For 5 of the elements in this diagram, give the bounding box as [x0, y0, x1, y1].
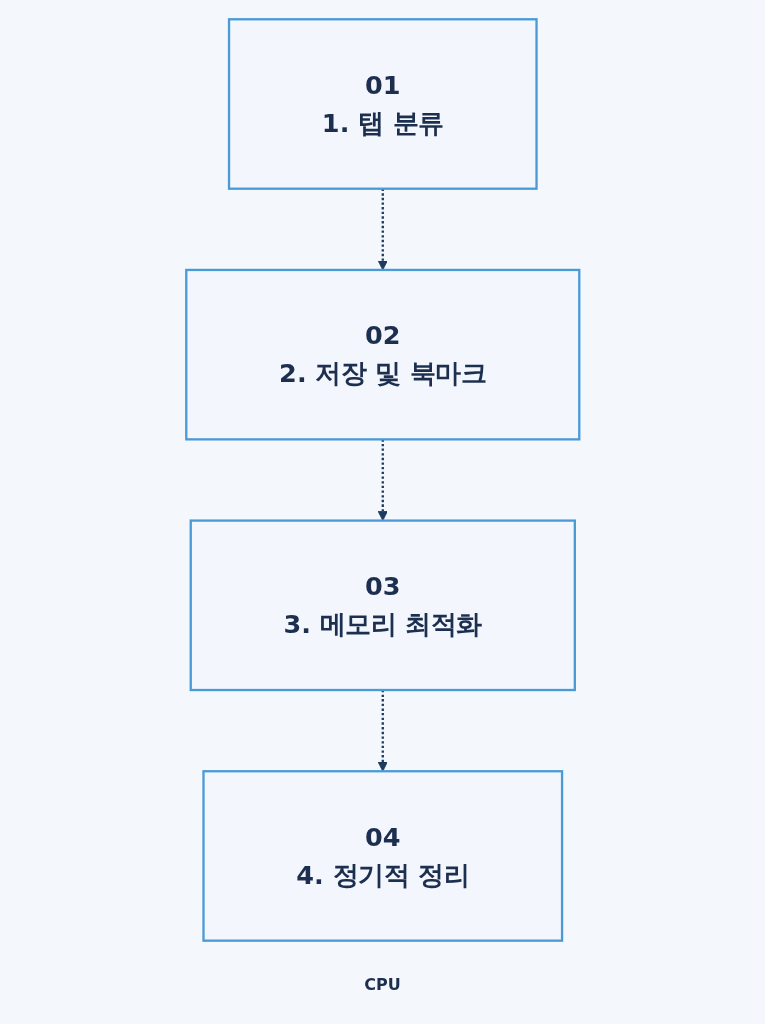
node-box: 01 1. 탭 분류 [227, 18, 538, 190]
icon-caption: CPU [364, 975, 401, 994]
node-box: 02 2. 저장 및 북마크 [184, 268, 581, 441]
node-box: 03 3. 메모리 최적화 [189, 519, 576, 692]
node-box: 04 4. 정기적 정리 [202, 770, 563, 942]
